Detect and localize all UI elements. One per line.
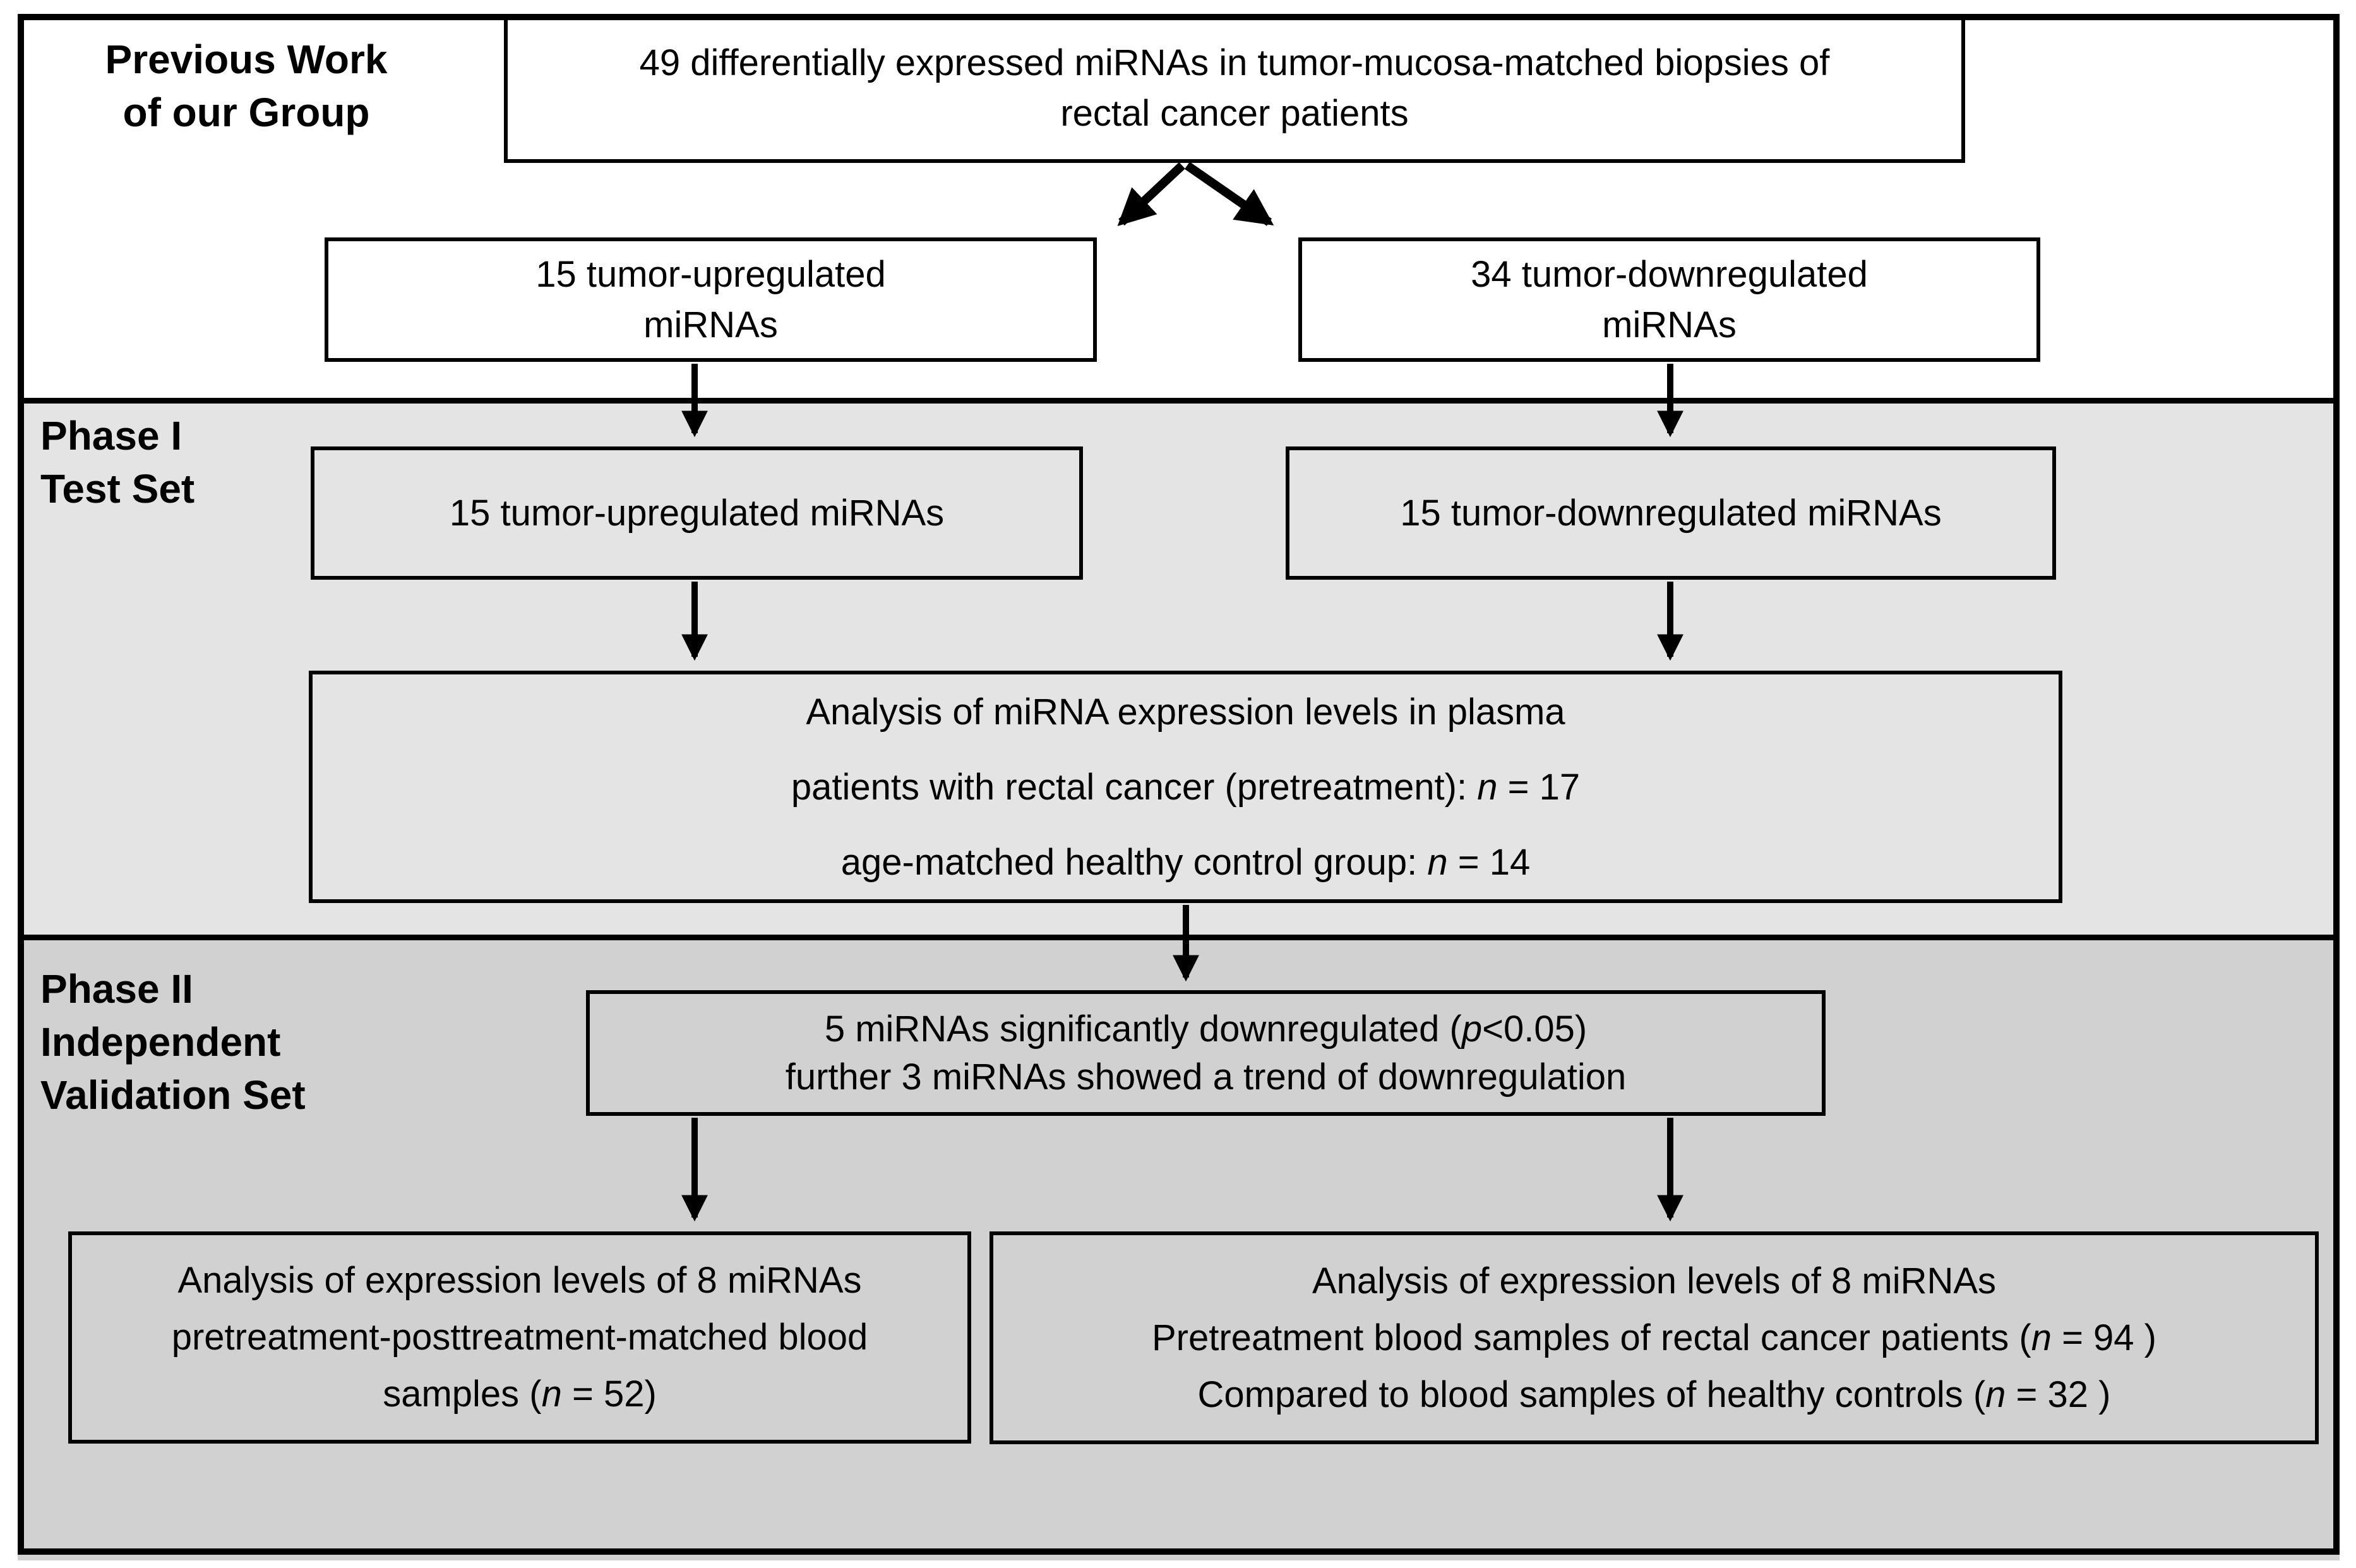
italic-p: p: [1461, 1008, 1483, 1050]
box-text-line: Pretreatment blood samples of rectal can…: [1152, 1317, 2156, 1358]
box-pretreatment-vs-controls: Analysis of expression levels of 8 miRNA…: [990, 1231, 2319, 1444]
box-text-line: 5 miRNAs significantly downregulated (p<…: [824, 1008, 1588, 1050]
section-label-line: Previous Work: [105, 37, 388, 82]
box-text-line: pretreatment-posttreatment-matched blood: [171, 1317, 868, 1358]
box-text-line: Analysis of expression levels of 8 miRNA…: [177, 1260, 862, 1301]
box-text-line: 15 tumor-upregulated miRNAs: [449, 492, 945, 534]
box-text-line: miRNAs: [1602, 304, 1737, 345]
section-label-line: Test Set: [40, 466, 195, 512]
section-label-phase2: Phase II Independent Validation Set: [40, 962, 306, 1122]
italic-n: n: [1477, 766, 1498, 808]
box-text-line: 49 differentially expressed miRNAs in tu…: [639, 42, 1830, 83]
box-text-line: Compared to blood samples of healthy con…: [1197, 1373, 2111, 1415]
section-label-line: Validation Set: [40, 1072, 306, 1118]
italic-n: n: [2031, 1317, 2052, 1358]
box-text-line: miRNAs: [643, 304, 778, 345]
section-label-line: Phase I: [40, 413, 182, 458]
box-text-line: Analysis of expression levels of 8 miRNA…: [1312, 1260, 1997, 1302]
section-label-line: of our Group: [123, 90, 370, 135]
section-label-line: Phase II: [40, 966, 193, 1012]
box-text-line: 15 tumor-downregulated miRNAs: [1400, 492, 1942, 534]
box-text-line: patients with rectal cancer (pretreatmen…: [791, 766, 1581, 808]
box-test-set-upregulated: 15 tumor-upregulated miRNAs: [311, 446, 1083, 580]
italic-n: n: [1427, 841, 1448, 883]
box-text-line: 15 tumor-upregulated: [535, 253, 886, 295]
box-text-line: age-matched healthy control group: n = 1…: [840, 841, 1531, 883]
box-significantly-downregulated: 5 miRNAs significantly downregulated (p<…: [586, 990, 1826, 1116]
section-label-phase1: Phase I Test Set: [40, 409, 194, 515]
box-test-set-downregulated: 15 tumor-downregulated miRNAs: [1286, 446, 2056, 580]
box-text-line: rectal cancer patients: [1060, 93, 1409, 134]
box-matched-blood-samples: Analysis of expression levels of 8 miRNA…: [68, 1231, 971, 1444]
section-label-line: Independent: [40, 1019, 281, 1065]
arrow-split-right: [1185, 162, 1274, 226]
box-text-line: further 3 miRNAs showed a trend of downr…: [785, 1056, 1627, 1098]
section-label-previous-work: Previous Work of our Group: [76, 33, 417, 139]
box-text-line: Analysis of miRNA expression levels in p…: [806, 691, 1565, 733]
box-plasma-analysis: Analysis of miRNA expression levels in p…: [309, 671, 2062, 903]
box-34-tumor-downregulated: 34 tumor-downregulated miRNAs: [1298, 237, 2040, 362]
arrow-split-left: [1117, 162, 1185, 227]
italic-n: n: [1985, 1373, 2006, 1415]
box-text-line: 34 tumor-downregulated: [1471, 253, 1868, 295]
box-text-line: samples (n = 52): [383, 1373, 657, 1415]
box-15-tumor-upregulated: 15 tumor-upregulated miRNAs: [325, 237, 1097, 362]
box-49-differential-mirnas: 49 differentially expressed miRNAs in tu…: [504, 14, 1965, 163]
italic-n: n: [541, 1373, 562, 1415]
